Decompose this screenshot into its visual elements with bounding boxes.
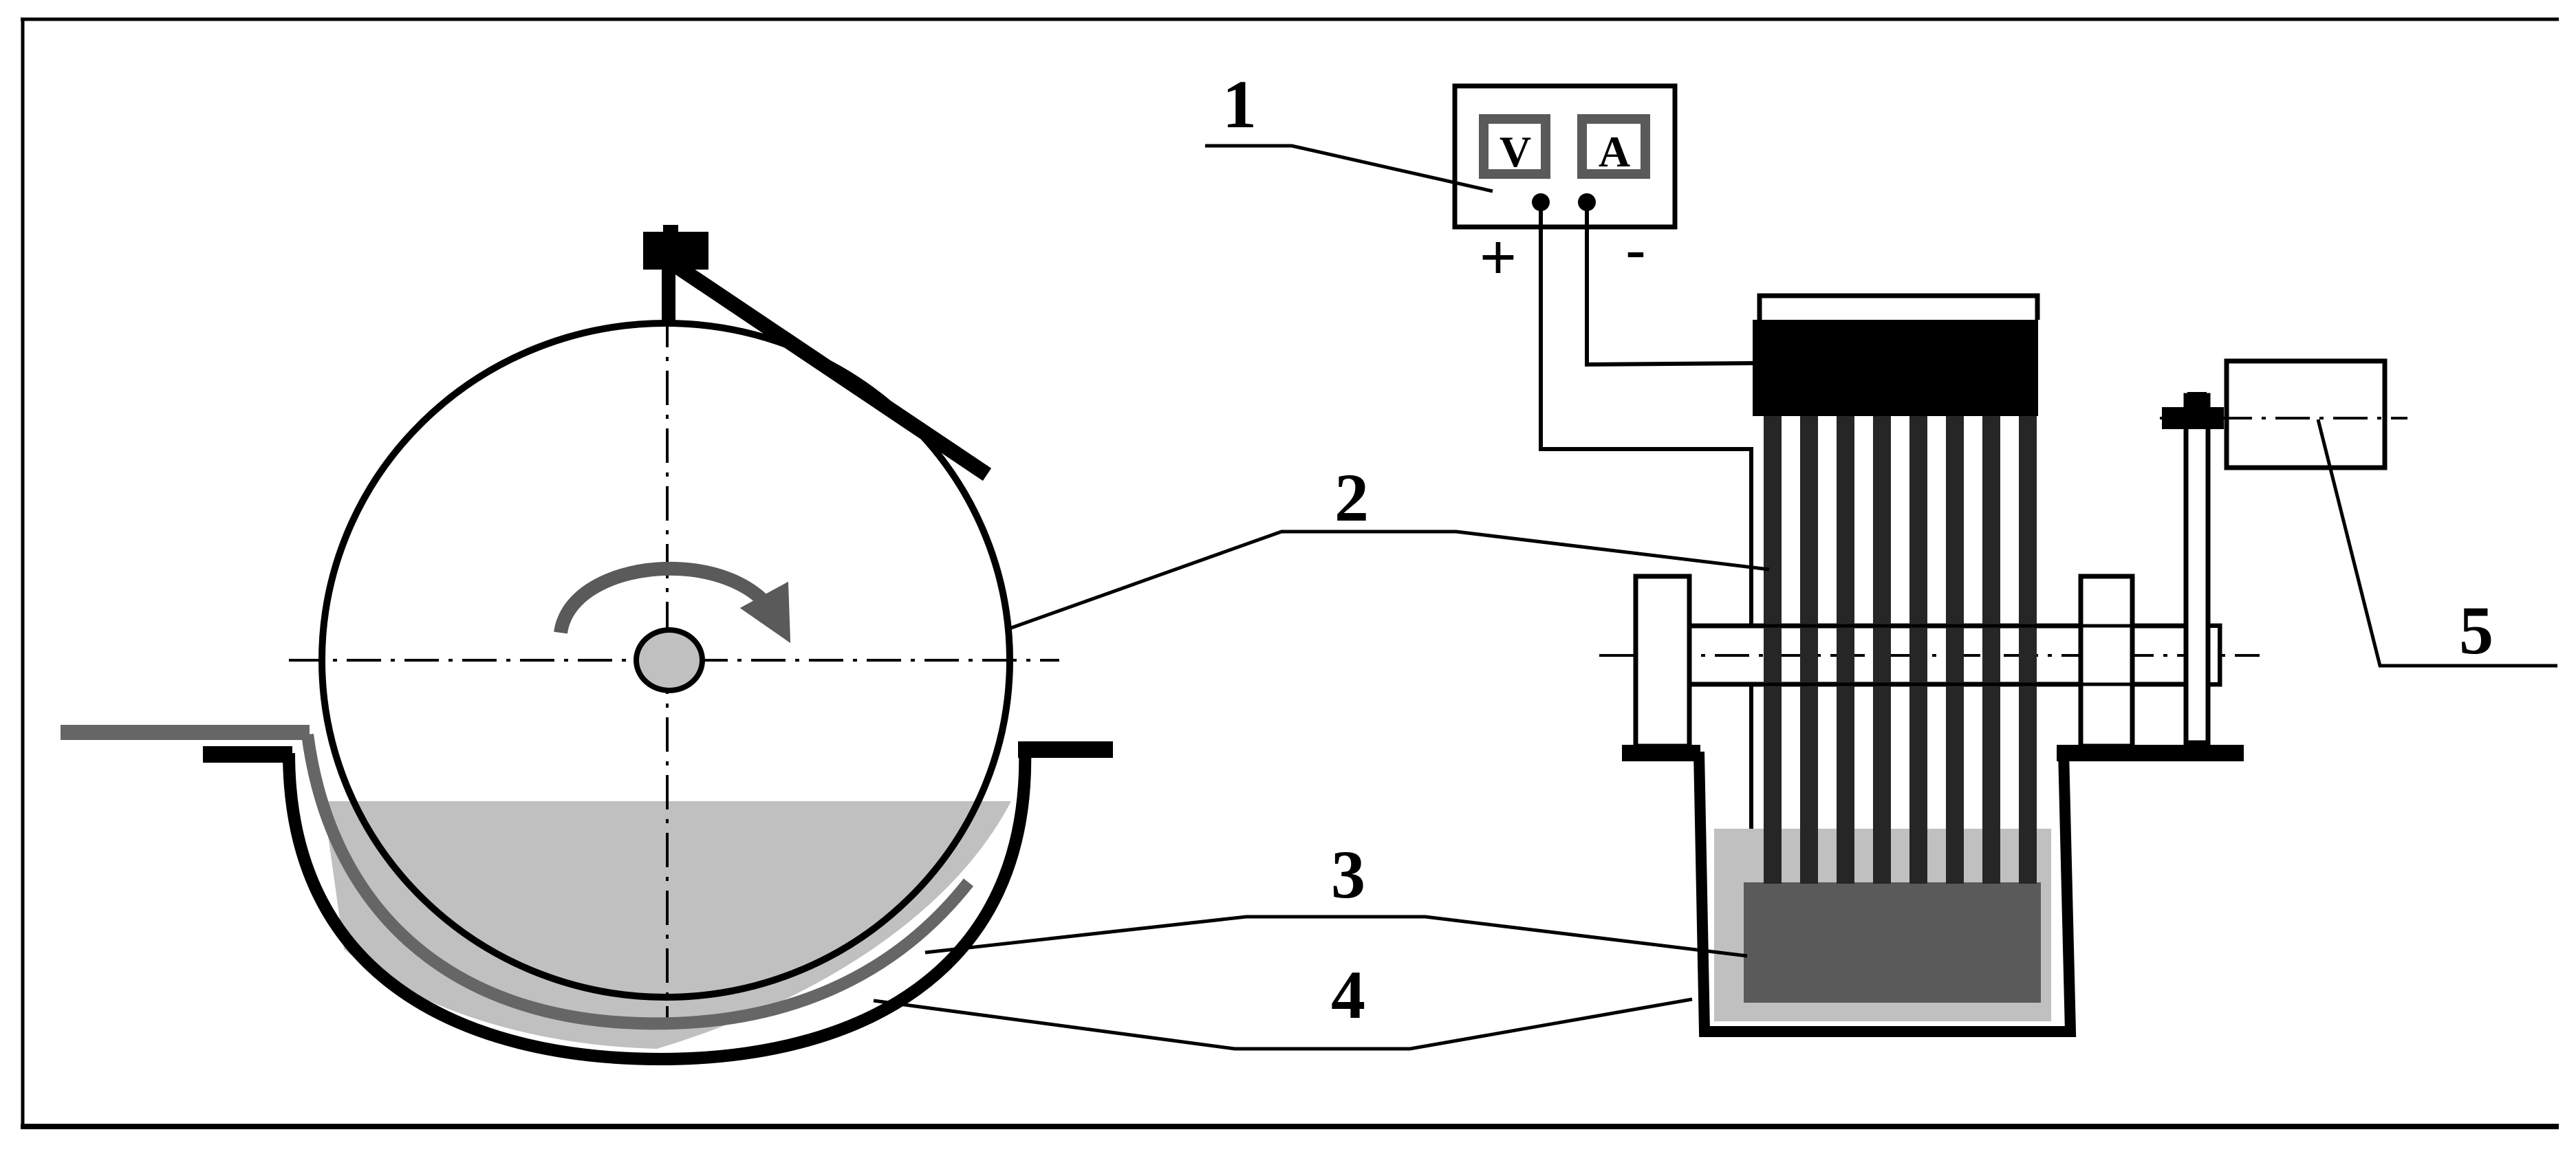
drum-strip xyxy=(301,733,974,1030)
wire-plus xyxy=(1539,202,1753,894)
label-2: 2 xyxy=(1334,459,1369,536)
anode-block xyxy=(1744,882,2041,1003)
cathode-plates xyxy=(1764,413,2037,884)
motor xyxy=(2224,358,2388,470)
bath-wall xyxy=(283,745,1032,1066)
drum-liquid xyxy=(346,801,996,1000)
wire-minus xyxy=(1585,202,1755,367)
leader-lines xyxy=(873,144,2557,1051)
label-3: 3 xyxy=(1331,836,1365,913)
label-1: 1 xyxy=(1222,66,1257,142)
plus-sign: + xyxy=(1480,222,1517,292)
minus-sign: - xyxy=(1625,215,1647,285)
cathode-plate xyxy=(1982,413,2000,884)
label-4: 4 xyxy=(1331,957,1365,1033)
cathode-plate xyxy=(1800,413,1818,884)
drum-holder-tab xyxy=(663,225,678,236)
drum-holder-stem xyxy=(662,268,675,323)
leader-5 xyxy=(2316,419,2557,668)
cathode-plate xyxy=(1837,413,1854,884)
cathode-plate xyxy=(1946,413,1964,884)
cathode-plate xyxy=(1764,413,1782,884)
voltmeter-label: V xyxy=(1500,127,1531,176)
labels: 1 2 3 4 5 xyxy=(1222,66,2493,1033)
leader-2 xyxy=(1010,530,1770,630)
drum-holder xyxy=(643,232,708,270)
drive-pin xyxy=(2187,392,2207,407)
leader-3 xyxy=(924,915,1748,958)
label-5: 5 xyxy=(2459,592,2493,668)
scraper-arm xyxy=(673,260,992,481)
power-supply-box xyxy=(1452,83,1678,230)
wires xyxy=(1539,202,1755,894)
bus-bar-frame xyxy=(1757,293,2040,320)
power-supply: V A + - xyxy=(1452,83,1678,292)
bus-bar xyxy=(1753,320,2038,416)
cathode-plate xyxy=(1873,413,1891,884)
voltmeter xyxy=(1479,114,1550,179)
pulley xyxy=(2183,393,2211,745)
bearing-left xyxy=(1633,574,1692,749)
bearing-right xyxy=(2078,574,2135,749)
curved-arrow-icon xyxy=(554,561,791,644)
cathode-plate xyxy=(1909,413,1927,884)
cell-tank xyxy=(1693,751,2077,1037)
ammeter-label: A xyxy=(1599,127,1630,176)
drum xyxy=(289,225,1059,1030)
drum-hub xyxy=(634,627,705,693)
frame xyxy=(21,17,2559,1129)
leader-4 xyxy=(873,997,1693,1051)
ammeter xyxy=(1577,114,1650,179)
leader-1 xyxy=(1205,144,1493,193)
electrolytic-cell xyxy=(1599,293,2407,1037)
cathode-plate xyxy=(2019,413,2037,884)
